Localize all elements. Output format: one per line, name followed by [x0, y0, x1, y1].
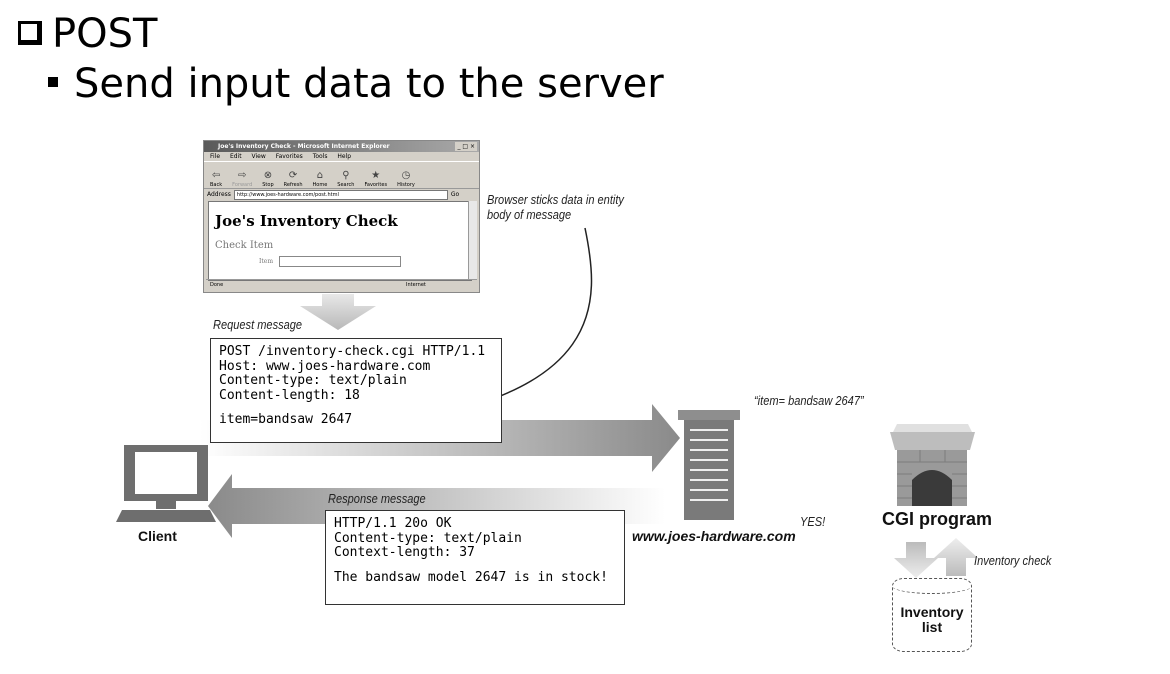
- menu-favorites[interactable]: Favorites: [275, 153, 303, 160]
- status-zone: Internet: [406, 282, 426, 288]
- heading-text: POST: [52, 11, 158, 57]
- slide-bullet: Send input data to the server: [48, 58, 664, 110]
- back-button[interactable]: ⇦Back: [210, 170, 223, 188]
- cgi-label: CGI program: [882, 509, 993, 529]
- response-body: The bandsaw model 2647 is in stock!: [334, 569, 608, 585]
- go-button[interactable]: Go: [450, 191, 460, 198]
- favorites-button[interactable]: ★Favorites: [364, 170, 388, 188]
- slide-heading: POST: [18, 8, 157, 60]
- scrollbar[interactable]: [468, 201, 477, 279]
- window-controls[interactable]: _ □ ×: [455, 142, 477, 151]
- request-message-box: POST /inventory-check.cgi HTTP/1.1 Host:…: [210, 338, 502, 443]
- client-label: Client: [138, 528, 177, 544]
- yes-label: YES!: [800, 514, 826, 529]
- favorites-icon: ★: [371, 170, 381, 181]
- browser-page: Joe's Inventory Check Check Item Item: [208, 201, 472, 281]
- history-button[interactable]: ◷History: [397, 170, 415, 188]
- forward-button[interactable]: ⇨Forward: [232, 170, 253, 188]
- server-icon: [678, 410, 740, 520]
- cgi-archway-icon: [890, 424, 975, 506]
- browser-menubar: File Edit View Favorites Tools Help: [204, 152, 479, 161]
- history-icon: ◷: [401, 170, 411, 181]
- inventory-list-label: Inventory list: [900, 604, 964, 635]
- cylinder-top: [892, 578, 972, 594]
- home-button[interactable]: ⌂Home: [312, 170, 328, 188]
- home-icon: ⌂: [316, 170, 324, 181]
- browser-toolbar: ⇦Back ⇨Forward ⊗Stop ⟳Refresh ⌂Home ⚲Sea…: [204, 161, 479, 189]
- refresh-button[interactable]: ⟳Refresh: [283, 170, 303, 188]
- browser-note: Browser sticks data in entity body of me…: [487, 192, 624, 222]
- address-input[interactable]: http://www.joes-hardware.com/post.html: [233, 189, 448, 200]
- address-bar: Address http://www.joes-hardware.com/pos…: [204, 189, 479, 200]
- square-bullet-icon: [48, 77, 58, 87]
- status-done: Done: [210, 282, 224, 288]
- bullet-text: Send input data to the server: [74, 61, 664, 107]
- client-computer-icon: [116, 445, 216, 522]
- server-label: www.joes-hardware.com: [632, 528, 796, 544]
- search-icon: ⚲: [342, 170, 350, 181]
- item-input[interactable]: [279, 256, 401, 267]
- response-message-box: HTTP/1.1 20o OK Content-type: text/plain…: [325, 510, 625, 605]
- stop-icon: ⊗: [263, 170, 273, 181]
- checkbox-bullet-icon: [18, 21, 42, 45]
- request-message-label: Request message: [213, 317, 303, 332]
- menu-tools[interactable]: Tools: [312, 153, 328, 160]
- inventory-to-cgi-arrow: [934, 538, 978, 576]
- menu-edit[interactable]: Edit: [229, 153, 242, 160]
- cgi-to-inventory-arrow: [894, 542, 938, 578]
- browser-window: Joe's Inventory Check - Microsoft Intern…: [203, 140, 480, 293]
- down-arrow: [300, 294, 376, 330]
- item-quote: “item= bandsaw 2647”: [754, 393, 864, 408]
- response-headers: HTTP/1.1 20o OK Content-type: text/plain…: [334, 516, 522, 560]
- item-label: Item: [259, 258, 274, 265]
- page-title: Joe's Inventory Check: [215, 212, 398, 230]
- menu-file[interactable]: File: [210, 153, 221, 160]
- forward-arrow-icon: ⇨: [238, 170, 247, 181]
- request-body: item=bandsaw 2647: [219, 412, 353, 427]
- address-label: Address: [207, 191, 231, 198]
- search-button[interactable]: ⚲Search: [337, 170, 355, 188]
- stop-button[interactable]: ⊗Stop: [262, 170, 274, 188]
- response-message-label: Response message: [328, 491, 426, 506]
- request-headers: POST /inventory-check.cgi HTTP/1.1 Host:…: [219, 344, 486, 403]
- refresh-icon: ⟳: [288, 170, 298, 181]
- inventory-check-label: Inventory check: [974, 553, 1052, 568]
- menu-view[interactable]: View: [251, 153, 266, 160]
- check-item-heading: Check Item: [215, 240, 274, 251]
- browser-titlebar: Joe's Inventory Check - Microsoft Intern…: [204, 141, 479, 152]
- status-bar: Done Internet: [206, 279, 477, 290]
- back-arrow-icon: ⇦: [211, 170, 221, 181]
- menu-help[interactable]: Help: [337, 153, 352, 160]
